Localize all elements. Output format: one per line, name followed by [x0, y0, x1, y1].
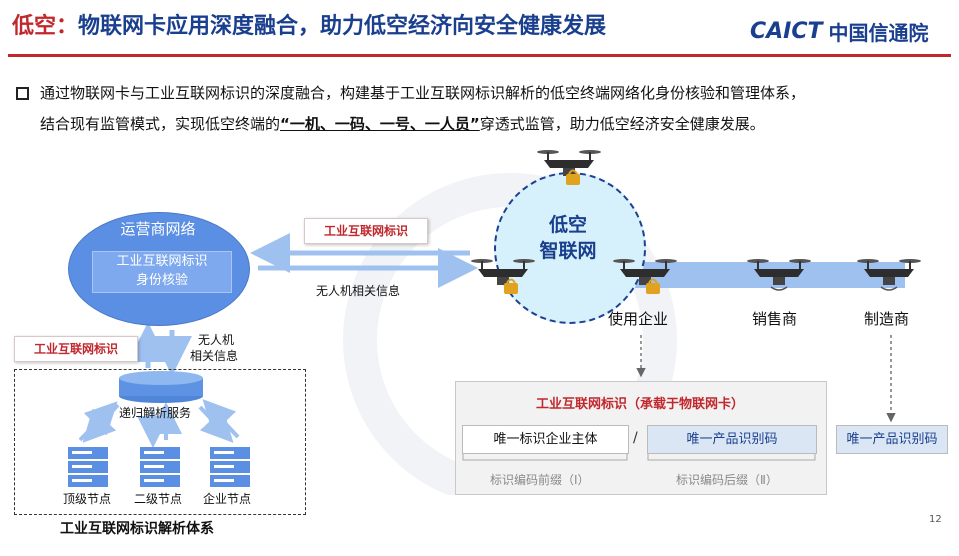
manufacturer-product-code-box: 唯一产品识别码	[836, 425, 948, 454]
drone-info-label: 无人机相关信息	[316, 284, 401, 298]
identity-verification-box: 工业互联网标识 身份核验	[92, 251, 232, 293]
server-icon	[210, 447, 250, 487]
prefix-label: 标识编码前缀（Ⅰ）	[490, 473, 590, 487]
identifier-panel-title: 工业互联网标识（承载于物联网卡）	[535, 397, 744, 412]
manufacturer-label: 制造商	[864, 310, 910, 328]
database-icon	[119, 371, 203, 403]
intro-paragraph: 通过物联网卡与工业互联网标识的深度融合，构建基于工业互联网标识解析的低空终端网络…	[40, 84, 806, 133]
separator-slash: /	[633, 430, 638, 446]
product-code-box: 唯一产品识别码	[647, 425, 817, 454]
title-divider	[8, 54, 951, 57]
enterprise-subject-box: 唯一标识企业主体	[462, 425, 629, 454]
top-node-label: 顶级节点	[63, 492, 112, 506]
drone-icon	[613, 259, 677, 294]
drone-icon	[857, 259, 921, 291]
enterprise-node-label: 企业节点	[203, 492, 252, 506]
bullet-square-icon	[16, 87, 29, 100]
server-icon	[140, 447, 180, 487]
low-altitude-network-circle	[494, 172, 646, 324]
resolution-system-title: 工业互联网标识解析体系	[60, 521, 214, 537]
drone-icon	[537, 150, 601, 185]
tag-industrial-id-left: 工业互联网标识	[14, 336, 138, 362]
second-node-label: 二级节点	[134, 492, 183, 506]
recursive-service-label: 递归解析服务	[119, 406, 192, 420]
page-number: 12	[929, 514, 942, 525]
low-altitude-network-label: 低空 智联网	[539, 214, 597, 262]
tag-industrial-id-top: 工业互联网标识	[304, 218, 428, 244]
seller-label: 销售商	[752, 310, 798, 328]
supply-chain-arrow	[600, 254, 905, 296]
bracket-lines	[462, 454, 816, 461]
suffix-label: 标识编码后缀（Ⅱ）	[676, 473, 778, 487]
drone-icon	[471, 259, 535, 294]
drone-info-vertical-label: 无人机 相关信息	[190, 333, 239, 363]
server-icon	[68, 447, 108, 487]
user-enterprise-label: 使用企业	[608, 310, 669, 328]
page-title: 低空：物联网卡应用深度融合，助力低空经济向安全健康发展	[12, 14, 607, 39]
resolution-system-box	[14, 369, 306, 515]
drone-icon	[747, 259, 811, 291]
operator-network-title: 运营商网络	[120, 220, 196, 238]
